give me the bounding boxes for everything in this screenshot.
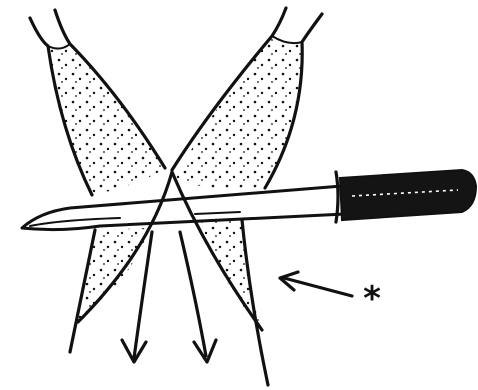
knife-blade [22, 186, 345, 230]
annotation-asterisk: * [363, 279, 381, 319]
left-upper-lobe [30, 10, 165, 195]
right-upper-lobe [172, 8, 322, 189]
knife-handle [336, 170, 476, 222]
annotation-arrow [280, 272, 352, 296]
left-lower-lobe [70, 172, 172, 352]
